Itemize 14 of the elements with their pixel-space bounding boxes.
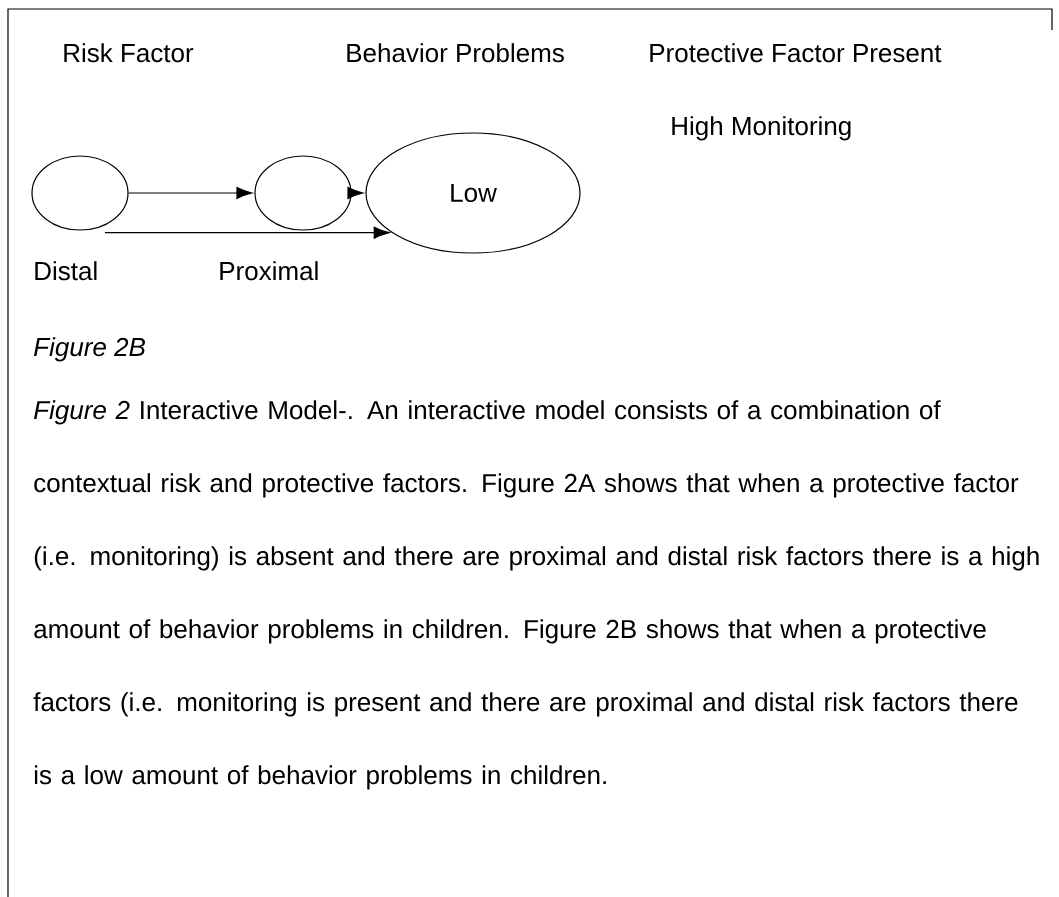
heading: Protective Factor Present — [650, 43, 942, 63]
label: High Monitoring — [672, 116, 851, 141]
label: Distal — [35, 261, 97, 281]
arrow — [347, 186, 364, 200]
label: Proximal — [220, 261, 318, 281]
figure-label: Figure 2B — [34, 337, 145, 362]
heading: Behavior Problems — [347, 43, 564, 63]
ellipse-node: Low — [365, 132, 581, 254]
circle-node — [254, 155, 352, 231]
circle-node — [31, 155, 129, 231]
caption: Figure 2 Interactive Model-. An interactive model consists of a combination of contextual risk and protective factors. Figure 2A shows that when a protective factor (i.e. monitoring) is absent and there are proximal and distal risk factors there is a high amount of behavior problems in children. Figure 2B shows that when a protective factors (i.e. monitoring is present and there are proximal and distal risk factors there is a low amount of behavior problems in children. — [33, 400, 1039, 790]
arrow — [104, 226, 390, 239]
heading: Risk Factor — [64, 43, 194, 63]
arrow — [128, 186, 253, 200]
